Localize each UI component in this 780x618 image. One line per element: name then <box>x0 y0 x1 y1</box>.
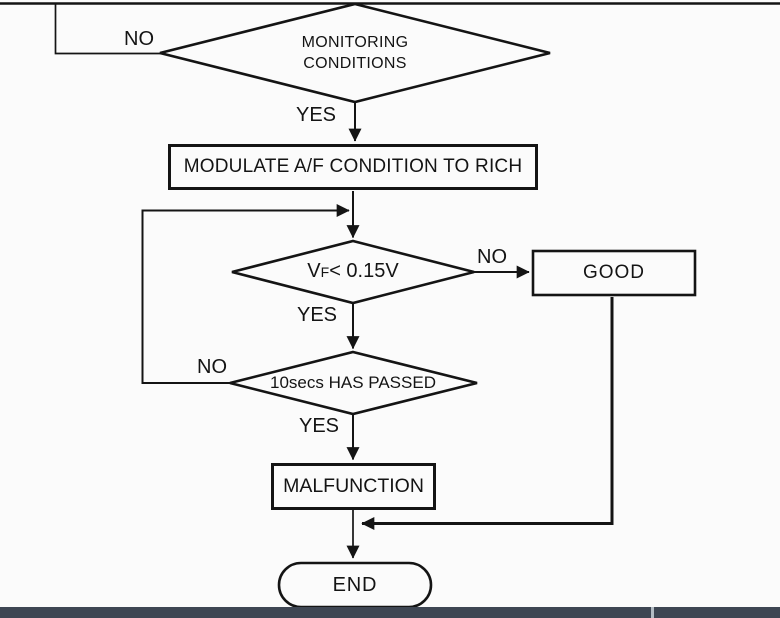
footer-divider <box>651 607 654 618</box>
vf-label-subscript: F <box>320 263 330 280</box>
modulate-process-label: MODULATE A/F CONDITION TO RICH <box>183 156 523 177</box>
10secs-yes-label: YES <box>298 414 340 437</box>
10secs-decision-label: 10secs HAS PASSED <box>270 373 436 392</box>
good-process-shape <box>531 249 697 297</box>
malfunction-process-label: MALFUNCTION <box>283 475 424 497</box>
10secs-no-label: NO <box>197 355 227 378</box>
monitoring-yes-label: YES <box>295 103 337 126</box>
end-terminator-label: END <box>332 573 378 596</box>
malfunction-process-shape <box>271 463 436 510</box>
vf-label-base: V <box>307 260 321 282</box>
good-process-label: GOOD <box>582 262 646 283</box>
vf-decision-shape <box>231 239 475 305</box>
modulate-process-shape <box>168 144 538 190</box>
vf-no-label: NO <box>477 245 507 268</box>
edge-10secs-no-loop <box>141 204 350 384</box>
footer-bar <box>0 607 780 618</box>
edge-monitoring-no-loop <box>54 4 162 55</box>
monitoring-decision-label: MONITORING CONDITIONS <box>301 34 409 72</box>
edge-good-join <box>361 297 614 530</box>
vf-label-rest: < 0.15V <box>329 260 399 282</box>
monitoring-decision-shape <box>159 2 551 104</box>
10secs-decision-shape <box>229 350 478 416</box>
vf-yes-label: YES <box>296 303 338 326</box>
monitoring-no-label: NO <box>124 27 154 50</box>
